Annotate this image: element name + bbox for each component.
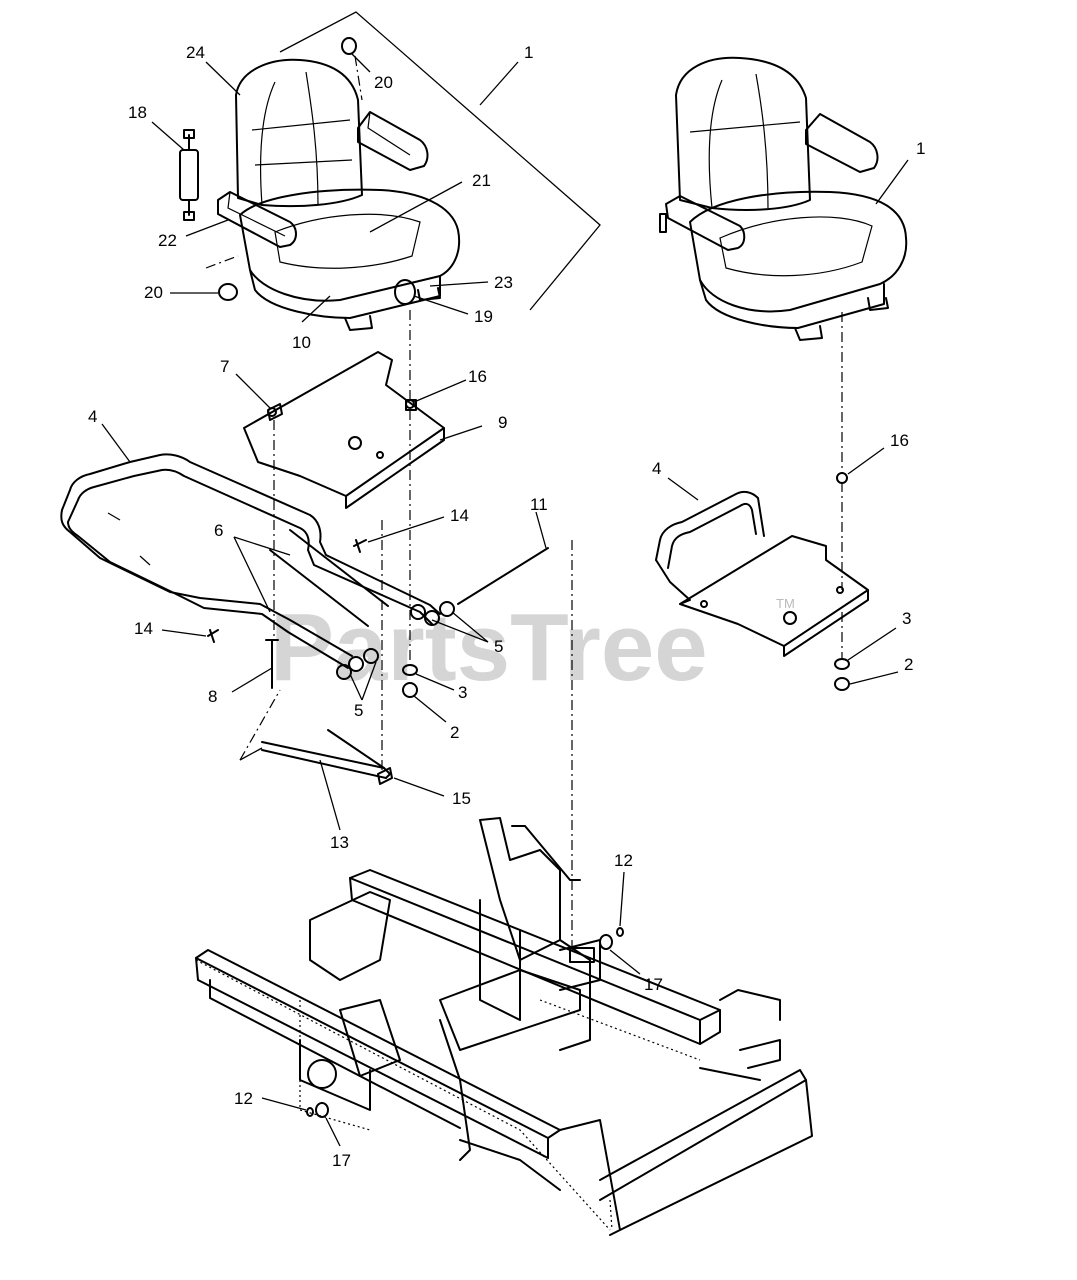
callout-15: 15 (452, 789, 471, 808)
callout-14-left: 14 (134, 619, 153, 638)
callout-3-left: 3 (458, 683, 467, 702)
leader-lines (101, 53, 909, 1147)
part-16-spacer-right (836, 472, 848, 484)
callout-19: 19 (474, 307, 493, 326)
part-16-spacer (405, 399, 417, 411)
callout-labels: 1 24 20 18 21 22 20 23 19 10 7 16 9 4 14… (88, 43, 925, 1170)
callout-2-left: 2 (450, 723, 459, 742)
part-18-shock (179, 129, 199, 221)
part-7-nut (267, 403, 283, 421)
part-8-bolt (265, 639, 279, 689)
callout-5-left: 5 (354, 701, 363, 720)
part-4-seat-frame (60, 453, 441, 669)
callout-1-left: 1 (524, 43, 533, 62)
callout-20-bottom: 20 (144, 283, 163, 302)
part-13-linkage-a (261, 741, 391, 779)
callout-13: 13 (330, 833, 349, 852)
callout-21: 21 (472, 171, 491, 190)
part-3-washer (402, 664, 418, 676)
part-2-nut-right (834, 677, 850, 691)
part-3-washer-right (834, 658, 850, 670)
part-13-linkage-b (327, 729, 385, 769)
callout-12-right: 12 (614, 851, 633, 870)
part-20-bottom (218, 283, 238, 301)
part-20-top (341, 37, 357, 55)
callout-1-right: 1 (916, 139, 925, 158)
watermark-text: PartsTree (270, 594, 708, 701)
callout-16-left: 16 (468, 367, 487, 386)
callout-17-right: 17 (644, 975, 663, 994)
mower-chassis (195, 817, 813, 1236)
part-11-rod (457, 547, 549, 605)
seat-assembled (659, 56, 908, 341)
callout-10: 10 (292, 333, 311, 352)
watermark-trademark: TM (776, 596, 795, 611)
callout-14-right: 14 (450, 506, 469, 525)
callout-7: 7 (220, 357, 229, 376)
callout-23: 23 (494, 273, 513, 292)
callout-9: 9 (498, 413, 507, 432)
part-17-washer-left (315, 1102, 329, 1118)
callout-11: 11 (530, 495, 548, 514)
callout-4-right: 4 (652, 459, 661, 478)
callout-3-right: 3 (902, 609, 911, 628)
part-14-screw-b (207, 629, 219, 643)
part-17-washer-right (599, 934, 613, 950)
callout-16-right: 16 (890, 431, 909, 450)
part-5-bushings-right (410, 601, 455, 626)
callout-22: 22 (158, 231, 177, 250)
callout-18: 18 (128, 103, 147, 122)
callout-20-top: 20 (374, 73, 393, 92)
callout-12-left: 12 (234, 1089, 253, 1108)
part-12-clip-right (616, 927, 624, 937)
part-15-clip (377, 767, 393, 785)
seat-frame-plate-assembled (655, 490, 869, 657)
part-12-clip-left (306, 1107, 314, 1117)
seat-assembly-exploded (205, 11, 601, 331)
part-2-nut (402, 682, 418, 698)
callout-17-left: 17 (332, 1151, 351, 1170)
callout-5-right: 5 (494, 637, 503, 656)
part-6-rail-b (289, 529, 389, 607)
callout-4-left: 4 (88, 407, 97, 426)
callout-24: 24 (186, 43, 205, 62)
callout-2-right: 2 (904, 655, 913, 674)
part-5-bushings-left (336, 648, 379, 680)
part-6-rail-a (269, 549, 369, 627)
callout-6: 6 (214, 521, 223, 540)
part-14-screw-a (353, 539, 367, 553)
callout-8: 8 (208, 687, 217, 706)
